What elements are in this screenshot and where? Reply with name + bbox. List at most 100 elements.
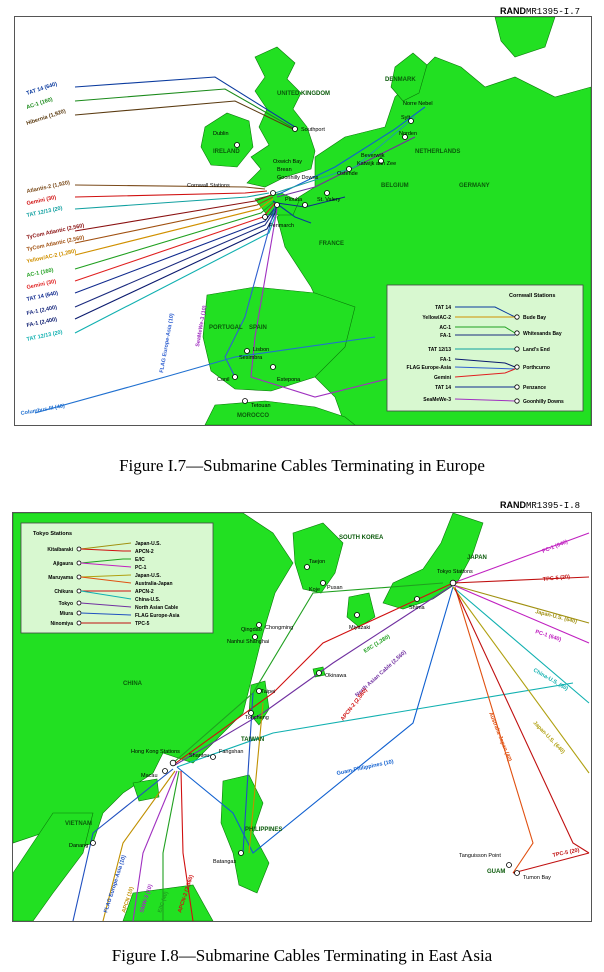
place-label: St. Valery (317, 197, 341, 203)
country-label: MOROCCO (237, 413, 269, 419)
inset-cable: PC-1 (135, 565, 147, 571)
place-label: Sesimbra (239, 355, 263, 361)
cable-label: PC-1 (640) (542, 539, 569, 555)
cable-label: AC-1 (160) (26, 97, 54, 111)
inset-title: Cornwall Stations (509, 293, 555, 299)
inset-cable: North Asian Cable (135, 605, 178, 611)
place-label: Shantou (189, 753, 210, 759)
inset-cable: Gemini (434, 375, 452, 381)
place-label: Pusan (327, 585, 343, 591)
inset-station: Ajigaura (53, 561, 73, 567)
tokyo-inset: Tokyo Stations Kitaibaraki Ajigaura Maru… (20, 522, 214, 634)
place-label: Dublin (213, 131, 229, 137)
country-label: NETHERLANDS (415, 149, 460, 155)
east-asia-map-svg: CHINA JAPAN SOUTH KOREA VIETNAM PHILIPPI… (13, 513, 590, 921)
cable-label: APCN-2 (2,560) (340, 687, 369, 722)
cable-label: E/IC (1,280) (363, 634, 391, 655)
britain-landmass (246, 46, 316, 188)
cable-label: Gemini (30) (26, 279, 57, 291)
cable-label: TAT 12/13 (20) (26, 205, 63, 218)
inset-station: Miura (60, 611, 74, 617)
country-label: SOUTH KOREA (339, 535, 384, 541)
cable-label: Australia-Japan (40) (487, 712, 512, 763)
inset-station: Penzance (523, 385, 546, 391)
place-label: Norden (399, 131, 417, 137)
inset-cable: FLAG Europe-Asia (407, 365, 452, 371)
cable-label: FA-1 (2,400) (26, 317, 58, 329)
inset-cable: Yellow/AC-2 (422, 315, 451, 321)
place-label: Tetouan (251, 403, 271, 409)
place-label: Hong Kong Stations (131, 749, 180, 755)
inset-cable: FA-1 (440, 357, 451, 363)
place-label: Toucheng (245, 715, 269, 721)
place-label: Danang (69, 843, 88, 849)
europe-map-svg: UNITED KINGDOM IRELAND GERMANY NETHERLAN… (20, 17, 591, 425)
inset-cable: FA-1 (440, 333, 451, 339)
place-label: Cornwall Stations (187, 183, 230, 189)
country-label: PHILIPPINES (245, 827, 282, 833)
korea-landmass (292, 522, 344, 594)
place-label: Estepona (277, 377, 301, 383)
country-label: VIETNAM (65, 821, 92, 827)
report-code: MR1395-I.8 (526, 501, 581, 511)
inset-station: Kitaibaraki (47, 547, 73, 553)
borneo-landmass (122, 884, 214, 921)
inset-station: Chikura (54, 589, 73, 595)
iberia-landmass (202, 286, 356, 392)
inset-station: Tokyo (59, 601, 73, 607)
rand-brand: RAND (500, 6, 526, 16)
place-label: Tokyo Stations (437, 569, 473, 575)
report-code: MR1395-I.7 (526, 7, 581, 17)
figure-caption: Figure I.8—Submarine Cables Terminating … (111, 946, 493, 965)
kyushu-landmass (346, 592, 376, 628)
inset-cable: TPC-5 (135, 621, 150, 627)
country-label: CHINA (123, 681, 143, 687)
inset-cable: FLAG Europe-Asia (135, 613, 180, 619)
europe-map: UNITED KINGDOM IRELAND GERMANY NETHERLAN… (14, 16, 592, 426)
rand-brand: RAND (500, 500, 526, 510)
japan-landmass (382, 513, 484, 610)
inset-cable: SeaMeWe-3 (423, 397, 451, 403)
cable-label: AC-1 (160) (26, 267, 54, 279)
cable-label: Hibernia (1,920) (26, 108, 67, 126)
philippines-landmass (220, 774, 270, 894)
place-label: Norre Nebel (403, 101, 433, 107)
place-label: Tanguisson Point (459, 853, 501, 859)
place-label: Nanhui Shanghai (227, 639, 269, 645)
cable-label: FA-1 (2,400) (26, 305, 58, 317)
country-label: BELGIUM (381, 183, 409, 189)
place-label: Okinawa (325, 673, 347, 679)
place-label: Conil (217, 377, 230, 383)
cable-label: Gemini (30) (26, 195, 57, 207)
place-label: Goonhilly Downs (277, 175, 319, 181)
place-label: Shima (409, 605, 426, 611)
inset-station: Ninomiya (50, 621, 73, 627)
cable-label: FLAG Europe-Asia (10) (159, 313, 175, 373)
report-code-header: RANDMR1395-I.7 (500, 6, 580, 17)
cable-label: Columbus-III (40) (20, 403, 65, 417)
cable-label: Atlantis-2 (1,920) (26, 180, 70, 195)
scandinavia-landmass (494, 17, 556, 58)
cable-label: TAT 12/13 (20) (26, 329, 63, 342)
inset-cable: APCN-2 (135, 549, 154, 555)
place-label: Oxwich Bay (273, 159, 302, 165)
place-label: Taejon (309, 559, 325, 565)
africa-landmass (204, 400, 356, 425)
vietnam-landmass (13, 812, 94, 921)
place-label: Plouha (285, 197, 303, 203)
place-label: Tumon Bay (523, 875, 551, 881)
cable-label: TAT 14 (640) (26, 81, 58, 97)
place-label: Qingdao (241, 627, 262, 633)
figure-caption: Figure I.7—Submarine Cables Terminating … (119, 456, 485, 475)
place-label: Fangshan (219, 749, 243, 755)
place-label: Beverwijk (361, 153, 385, 159)
inset-cable: AC-1 (439, 325, 451, 331)
ireland-landmass (200, 112, 254, 168)
country-label: FRANCE (319, 241, 344, 247)
report-code-header: RANDMR1395-I.8 (500, 500, 580, 511)
inset-station: Goonhilly Downs (523, 399, 564, 405)
country-label: JAPAN (467, 555, 487, 561)
place-label: Taipei (261, 689, 275, 695)
place-label: Penmarch (269, 223, 294, 229)
cable-label: TAT 14 (640) (26, 290, 59, 303)
